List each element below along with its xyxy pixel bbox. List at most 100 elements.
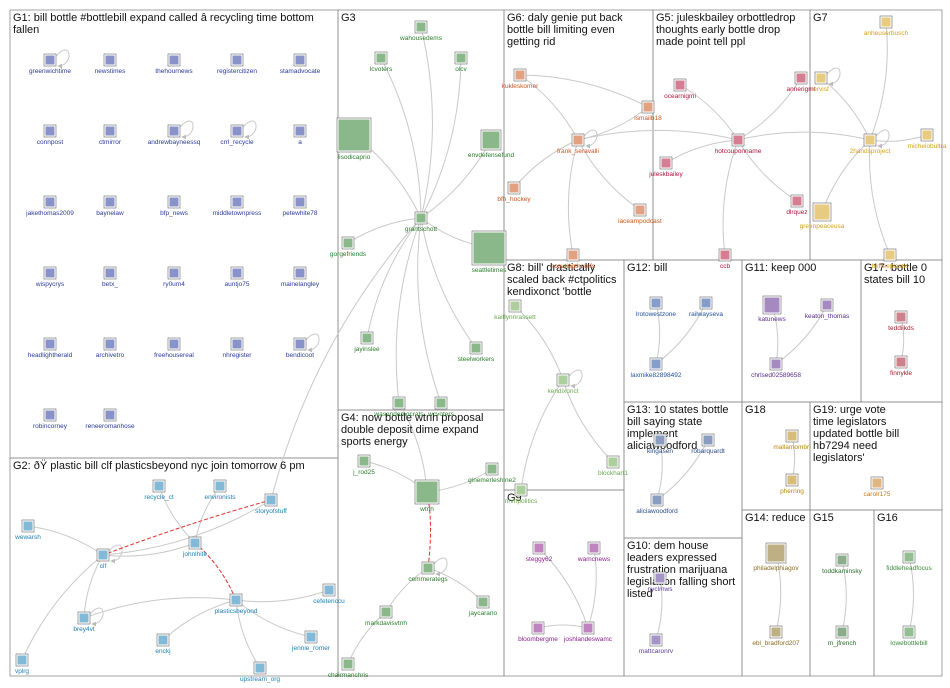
node-wewarsh[interactable]: wewarsh	[14, 519, 41, 541]
node-teddiikds[interactable]: teddiikds	[888, 310, 915, 332]
node-j-rod25[interactable]: j_rod25	[352, 454, 375, 476]
node-baynelaw[interactable]: baynelaw	[96, 195, 124, 217]
node-middletownpress[interactable]: middletownpress	[213, 195, 263, 217]
node-crrl-recycle[interactable]: crrl_recycle	[220, 124, 254, 146]
node-enckj[interactable]: enckj	[155, 633, 171, 655]
node-railwayseva[interactable]: railwayseva	[689, 296, 723, 318]
node-cefetericcu[interactable]: cefetericcu	[313, 583, 345, 605]
node-jennie-romer[interactable]: jennie_romer	[291, 630, 331, 652]
node-fiddleheadfocus[interactable]: fiddleheadfocus	[886, 550, 933, 572]
node-michelobultra[interactable]: michelobultra	[908, 128, 947, 150]
node-auntjo75[interactable]: auntjo75	[225, 266, 250, 288]
node-joshlandeswamc[interactable]: joshlandeswamc	[563, 621, 613, 643]
node-a[interactable]: a	[293, 124, 307, 146]
node-scoutingtherefs[interactable]: scoutingtherefs	[551, 248, 596, 270]
node-ervisf[interactable]: ervisf	[813, 71, 829, 93]
node-freehousereal[interactable]: freehousereal	[154, 337, 194, 359]
node-gorgefriends[interactable]: gorgefriends	[330, 236, 367, 258]
node-robincorney[interactable]: robincorney	[33, 408, 68, 430]
node-annerigmt[interactable]: annerigmt	[787, 71, 816, 93]
node-ismailb18[interactable]: ismailb18	[634, 100, 662, 122]
node-kingasen[interactable]: kingasen	[647, 433, 673, 455]
node-laxmike82898492[interactable]: laxmike82898492	[631, 357, 682, 379]
node-clf[interactable]: clf	[96, 548, 110, 570]
node-finnykle[interactable]: finnykle	[890, 355, 912, 377]
node-blockhart1[interactable]: blockhart1	[598, 455, 628, 477]
node-pherring[interactable]: pherring	[780, 473, 804, 495]
node-philadelphiagov[interactable]: philadelphiagov	[753, 542, 799, 572]
node-chairmanchris[interactable]: chairmanchris	[328, 657, 369, 679]
node-mattcaronrv[interactable]: mattcaronrv	[639, 633, 674, 655]
node-bendicoot[interactable]: bendicoot	[286, 337, 314, 359]
node-envdefensefund[interactable]: envdefensefund	[468, 129, 515, 159]
node-environists[interactable]: environists	[204, 479, 236, 501]
node-kukleskomer[interactable]: kukleskomer	[502, 68, 539, 90]
node-juleskbailey[interactable]: juleskbailey	[648, 156, 684, 178]
node-ginemerleshine2[interactable]: ginemerleshine2	[468, 462, 516, 484]
node-brey4vt[interactable]: brey4vt	[73, 611, 95, 633]
node-recycle-ct[interactable]: recycle_ct	[144, 479, 174, 501]
node-wamcnews[interactable]: wamcnews	[577, 541, 611, 563]
node-petewhite78[interactable]: petewhite78	[282, 195, 318, 217]
node-storyofstuff[interactable]: storyofstuff	[255, 493, 287, 515]
node-jaycarano[interactable]: jaycarano	[468, 595, 498, 617]
node-ebl-bradford207[interactable]: ebl_bradford207	[752, 625, 800, 647]
node-seattletimes[interactable]: seattletimes	[472, 230, 507, 274]
node-steelworkers[interactable]: steelworkers	[458, 341, 495, 363]
node-bloombergme[interactable]: bloombergme	[518, 621, 558, 643]
node-dlrquez[interactable]: dlrquez	[786, 194, 808, 216]
node-olcv[interactable]: olcv	[454, 51, 468, 73]
node-wtnh[interactable]: wtnh	[414, 479, 440, 513]
node-lrotowestzone[interactable]: lrotowestzone	[636, 296, 676, 318]
node-thehournews[interactable]: thehournews	[155, 53, 193, 75]
node-plasticsbeyond[interactable]: plasticsbeyond	[215, 593, 258, 615]
node-anheuserbusch[interactable]: anheuserbusch	[864, 15, 909, 37]
node-wahousedems[interactable]: wahousedems	[399, 20, 443, 42]
node-ocearnigmi[interactable]: ocearnigmi	[664, 78, 696, 100]
node-mallamombri[interactable]: mallamombri	[773, 429, 811, 451]
node-wasendemocrats[interactable]: wasendemocrats	[373, 396, 424, 418]
node-stamadvocate[interactable]: stamadvocate	[280, 53, 321, 75]
node-hotcouponname[interactable]: hotcouponname	[715, 133, 762, 155]
node-aliciawoodford[interactable]: aliciawoodford	[636, 493, 678, 515]
node-reneeromanhose[interactable]: reneeromanhose	[85, 408, 135, 430]
node-registercitizen[interactable]: registercitizen	[217, 53, 257, 75]
node-keaton-thomas[interactable]: keaton_thomas	[805, 298, 850, 320]
node-m-jfrench[interactable]: m_jfrench	[828, 625, 857, 647]
node-nyclmws[interactable]: nyclmws	[648, 571, 674, 593]
node-newstimes[interactable]: newstimes	[95, 53, 126, 75]
node-toddkaminsky[interactable]: toddkaminsky	[822, 553, 863, 575]
node-bfh-hockey[interactable]: bfh_hockey	[497, 181, 531, 203]
node-kendixonct[interactable]: kendixonct	[547, 373, 579, 395]
node-jakethomas2009[interactable]: jakethomas2009	[25, 195, 74, 217]
node-betx-[interactable]: betx_	[102, 266, 118, 288]
node-katunews[interactable]: katunews	[758, 295, 786, 323]
node-mainelangley[interactable]: mainelangley	[281, 266, 320, 288]
node-laceampodcast[interactable]: laceampodcast	[618, 203, 662, 225]
node-greenpeaceusa[interactable]: greenpeaceusa	[800, 202, 845, 230]
node-greenwichtime[interactable]: greenwichtime	[29, 53, 71, 75]
node-steggy62[interactable]: steggy62	[526, 541, 553, 563]
node-grantschott[interactable]: grantschott	[405, 211, 437, 233]
node-lowebottlebill[interactable]: lowebottlebill	[890, 625, 928, 647]
node-archivetro[interactable]: archivetro	[96, 337, 125, 359]
node-vplrg[interactable]: vplrg	[15, 653, 29, 675]
node-wispycrys[interactable]: wispycrys	[35, 266, 65, 288]
node-jayinslee[interactable]: jayinslee	[353, 331, 380, 353]
node-andrewbayneessq[interactable]: andrewbayneessq	[148, 124, 201, 146]
node-connpost[interactable]: connpost	[37, 124, 64, 146]
node-frank-seravalli[interactable]: frank_seravalli	[557, 133, 599, 155]
node-ctmirror[interactable]: ctmirror	[99, 124, 122, 146]
node-headlightherald[interactable]: headlightherald	[28, 337, 73, 359]
node-ccb[interactable]: ccb	[718, 248, 732, 270]
node-robarquardt[interactable]: robarquardt	[691, 433, 725, 455]
node-bkfreeplastic[interactable]: bkfreeplastic	[872, 248, 909, 270]
node-kaitlynnrassett[interactable]: kaitlynnrassett	[494, 299, 536, 321]
node-wcvoters[interactable]: wcvoters	[427, 396, 455, 418]
node-bfp-news[interactable]: bfp_news	[160, 195, 189, 217]
node-carolr175[interactable]: carolr175	[863, 476, 891, 498]
node-chrlsed02589658[interactable]: chrlsed02589658	[751, 357, 801, 379]
node-markdavisvtnh[interactable]: markdavisvtnh	[365, 605, 407, 627]
node-nhregister[interactable]: nhregister	[223, 337, 253, 359]
node-nhmpolitics[interactable]: nhmpolitics	[505, 483, 538, 505]
